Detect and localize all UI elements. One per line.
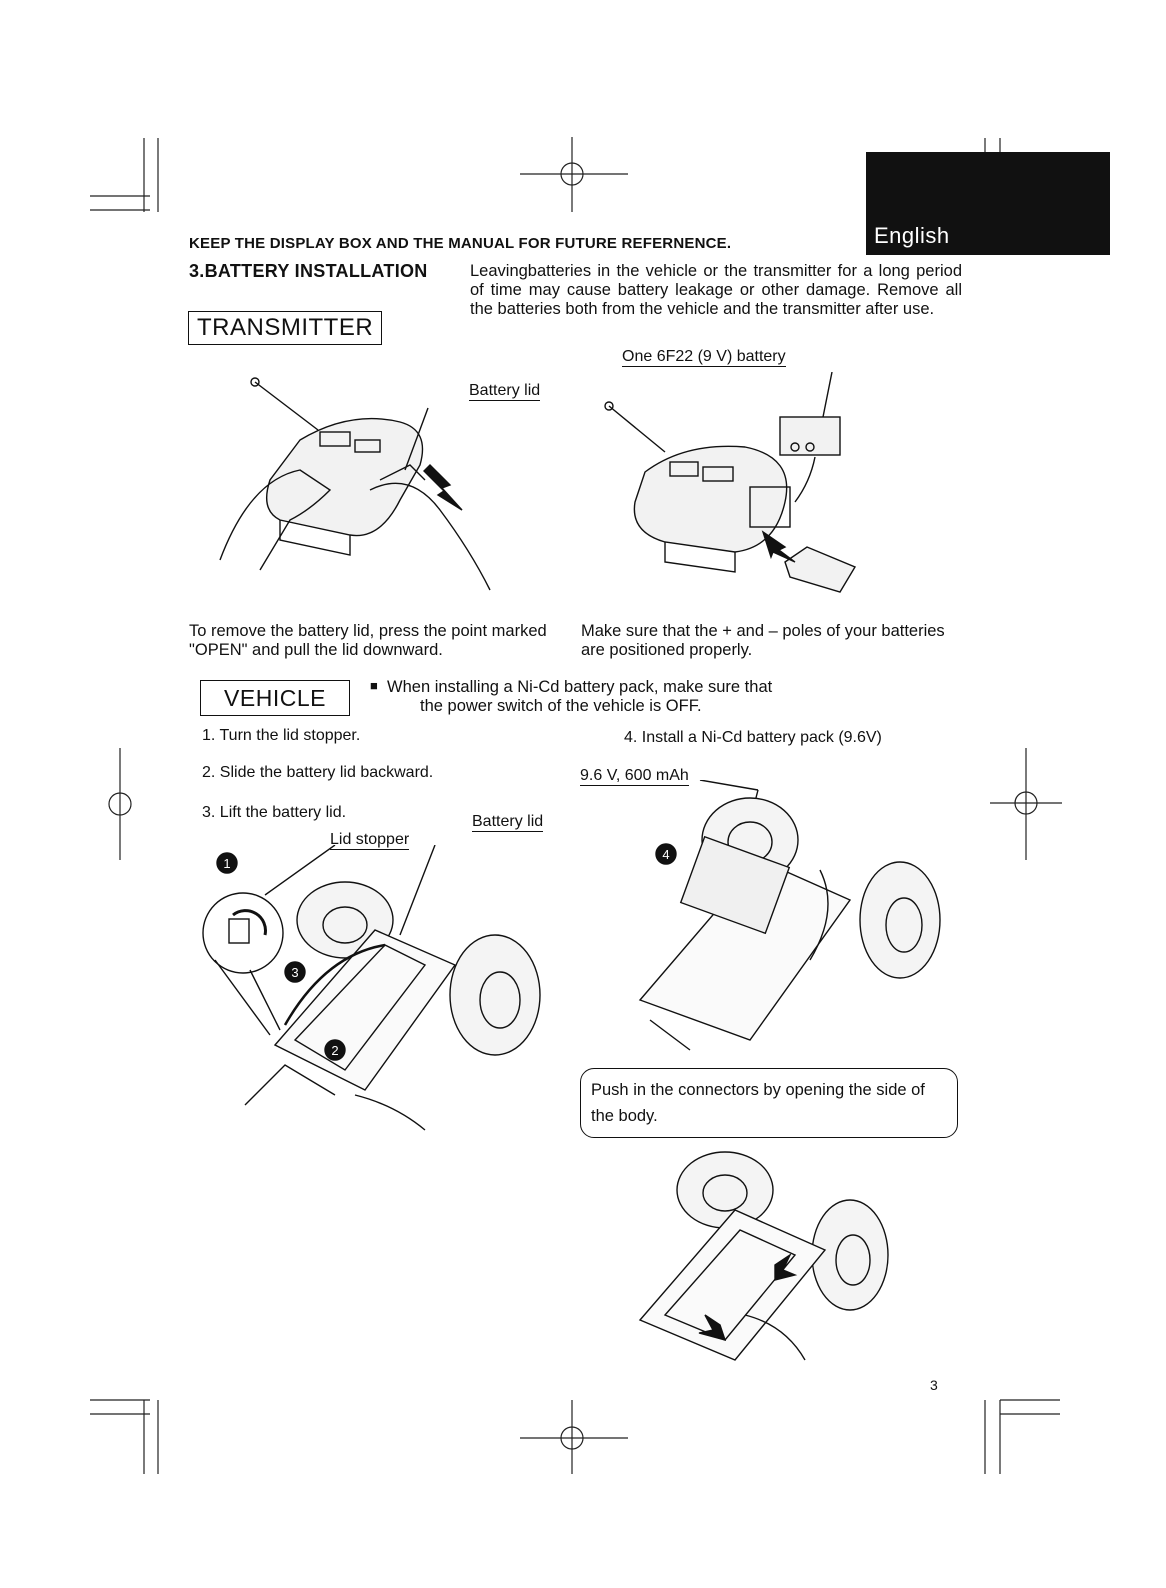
bullet-square-icon: ■ [370,678,378,693]
callout-lid-stopper: Lid stopper [330,831,410,850]
step-3: 3. Lift the battery lid. [202,804,347,821]
step-marker-4: 4 [662,847,669,862]
language-tab-label: English [874,223,950,248]
vehicle-connectors-illustration [638,1151,889,1361]
connector-note-box: Push in the connectors by opening the si… [580,1068,958,1138]
step-marker-2: 2 [331,1043,338,1058]
caption-remove-lid: To remove the battery lid, press the poi… [189,622,547,659]
section-intro: Leavingbatteries in the vehicle or the t… [470,262,962,318]
vehicle-bullet-note: ■ When installing a Ni-Cd battery pack, … [370,676,890,716]
transmitter-battery-insert-illustration [604,372,857,593]
section-title: 3.BATTERY INSTALLATION [189,261,428,281]
vehicle-lid-open-illustration: 1 3 2 [202,845,541,1131]
transmitter-lid-removal-illustration [219,377,491,591]
language-tab: English [866,152,1110,255]
transmitter-label: TRANSMITTER [188,311,383,345]
bullet-line-2: the power switch of the vehicle is OFF. [420,697,702,715]
callout-battery-lid-vehicle: Battery lid [472,813,544,832]
callout-9v-battery: One 6F22 (9 V) battery [622,348,786,367]
step-2: 2. Slide the battery lid backward. [202,764,434,781]
bullet-line-1: ■ When installing a Ni-Cd battery pack, … [370,678,773,696]
callout-battery-pack: 9.6 V, 600 mAh [580,767,689,786]
keep-notice: KEEP THE DISPLAY BOX AND THE MANUAL FOR … [189,235,732,252]
page-number: 3 [930,1377,938,1393]
caption-battery-poles: Make sure that the + and – poles of your… [581,622,945,659]
callout-battery-lid-transmitter: Battery lid [469,382,541,401]
step-4: 4. Install a Ni-Cd battery pack (9.6V) [624,729,882,746]
step-marker-1: 1 [223,856,230,871]
vehicle-label: VEHICLE [200,680,350,716]
step-1: 1. Turn the lid stopper. [202,727,361,744]
vehicle-battery-install-illustration: 4 [638,780,941,1051]
step-marker-3: 3 [291,965,298,980]
